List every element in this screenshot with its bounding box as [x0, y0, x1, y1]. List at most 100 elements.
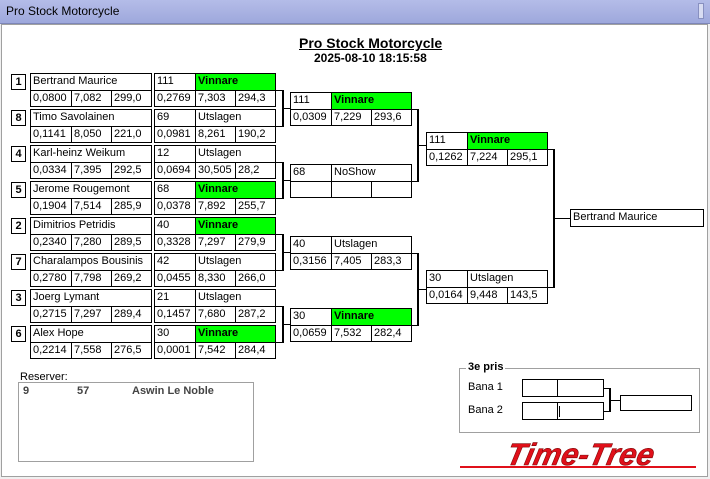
driver-name: Bertrand Maurice	[33, 75, 118, 87]
bracket-connector	[283, 324, 290, 325]
driver-name: Joerg Lymant	[33, 291, 100, 303]
elapsed-time: 9,448	[467, 287, 507, 303]
seed-number: 4	[11, 146, 26, 162]
reaction-time: 0,0309	[291, 109, 331, 125]
reaction-time: 0,0800	[31, 90, 71, 106]
seed-number: 1	[11, 74, 26, 90]
status-utslagen: Utslagen	[331, 237, 411, 253]
speed: 221,0	[111, 126, 151, 142]
speed: 287,2	[235, 306, 275, 322]
elapsed-time: 7,532	[331, 325, 371, 341]
bracket-connector	[554, 218, 570, 219]
status-vinnare: Vinnare	[195, 218, 275, 234]
driver-name: Timo Savolainen	[33, 111, 115, 123]
speed: 255,7	[235, 198, 275, 214]
third-place-winner-box[interactable]	[620, 395, 692, 411]
elapsed-time: 7,892	[195, 198, 235, 214]
event-datetime: 2025-08-10 18:15:58	[314, 51, 427, 65]
status-utslagen: Utslagen	[195, 110, 275, 126]
lane1-label: Bana 1	[468, 381, 503, 393]
elapsed-time: 7,405	[331, 253, 371, 269]
bracket-connector	[276, 234, 283, 235]
winner-box[interactable]: Bertrand Maurice	[570, 209, 704, 227]
reserve-lane: 57	[77, 385, 90, 397]
status-utslagen: Utslagen	[195, 290, 275, 306]
lane-number: 68	[293, 166, 306, 178]
seed-number: 6	[11, 326, 26, 342]
elapsed-time: 7,514	[71, 198, 111, 214]
logo-text: Time-Tree	[504, 439, 658, 471]
scroll-thumb[interactable]	[698, 3, 704, 19]
reaction-time: 0,0694	[155, 162, 195, 178]
elapsed-time: 7,229	[331, 109, 371, 125]
reaction-time: 0,1262	[427, 149, 467, 165]
reaction-time: 0,0659	[291, 325, 331, 341]
bracket-connector	[276, 198, 283, 199]
bracket-connector	[412, 109, 418, 110]
elapsed-time: 7,558	[71, 342, 111, 358]
bracket-connector	[412, 253, 418, 254]
reaction-time: 0,0334	[31, 162, 71, 178]
bracket-connector	[283, 180, 290, 181]
seed-number: 8	[11, 110, 26, 126]
window-title: Pro Stock Motorcycle	[6, 4, 120, 18]
speed: 285,9	[111, 198, 151, 214]
bracket-connector	[283, 252, 290, 253]
lane-number: 111	[293, 94, 310, 106]
reserve-name: Aswin Le Noble	[132, 385, 214, 397]
speed: 283,3	[371, 253, 411, 269]
reaction-time: 0,0981	[155, 126, 195, 142]
speed: 276,5	[111, 342, 151, 358]
elapsed-time: 7,303	[195, 90, 235, 106]
seed-number: 3	[11, 290, 26, 306]
speed: 294,3	[235, 90, 275, 106]
reaction-time: 0,0001	[155, 342, 195, 358]
driver-name: Jerome Rougemont	[33, 183, 130, 195]
bracket-connector	[283, 108, 290, 109]
lane1-box[interactable]	[522, 379, 604, 397]
reaction-time: 0,1457	[155, 306, 195, 322]
lane-number: 40	[293, 238, 306, 250]
status-utslagen: Utslagen	[195, 254, 275, 270]
speed: 292,5	[111, 162, 151, 178]
bracket-connector	[276, 270, 283, 271]
page-title: Pro Stock Motorcycle	[299, 35, 443, 51]
speed: 293,6	[371, 109, 411, 125]
reserves-list[interactable]: 9 57 Aswin Le Noble	[18, 382, 254, 462]
elapsed-time: 7,798	[71, 270, 111, 286]
speed: 28,2	[235, 162, 275, 178]
lane-number: 12	[157, 147, 170, 159]
elapsed-time: 8,330	[195, 270, 235, 286]
reaction-time: 0,1141	[31, 126, 71, 142]
reaction-time: 0,2715	[31, 306, 71, 322]
bracket-connector	[418, 289, 426, 290]
lane2-box[interactable]	[522, 402, 604, 420]
elapsed-time: 7,297	[71, 306, 111, 322]
driver-name: Dimitrios Petridis	[33, 219, 116, 231]
lane-number: 21	[157, 291, 170, 303]
speed	[371, 181, 411, 197]
reaction-time: 0,3156	[291, 253, 331, 269]
